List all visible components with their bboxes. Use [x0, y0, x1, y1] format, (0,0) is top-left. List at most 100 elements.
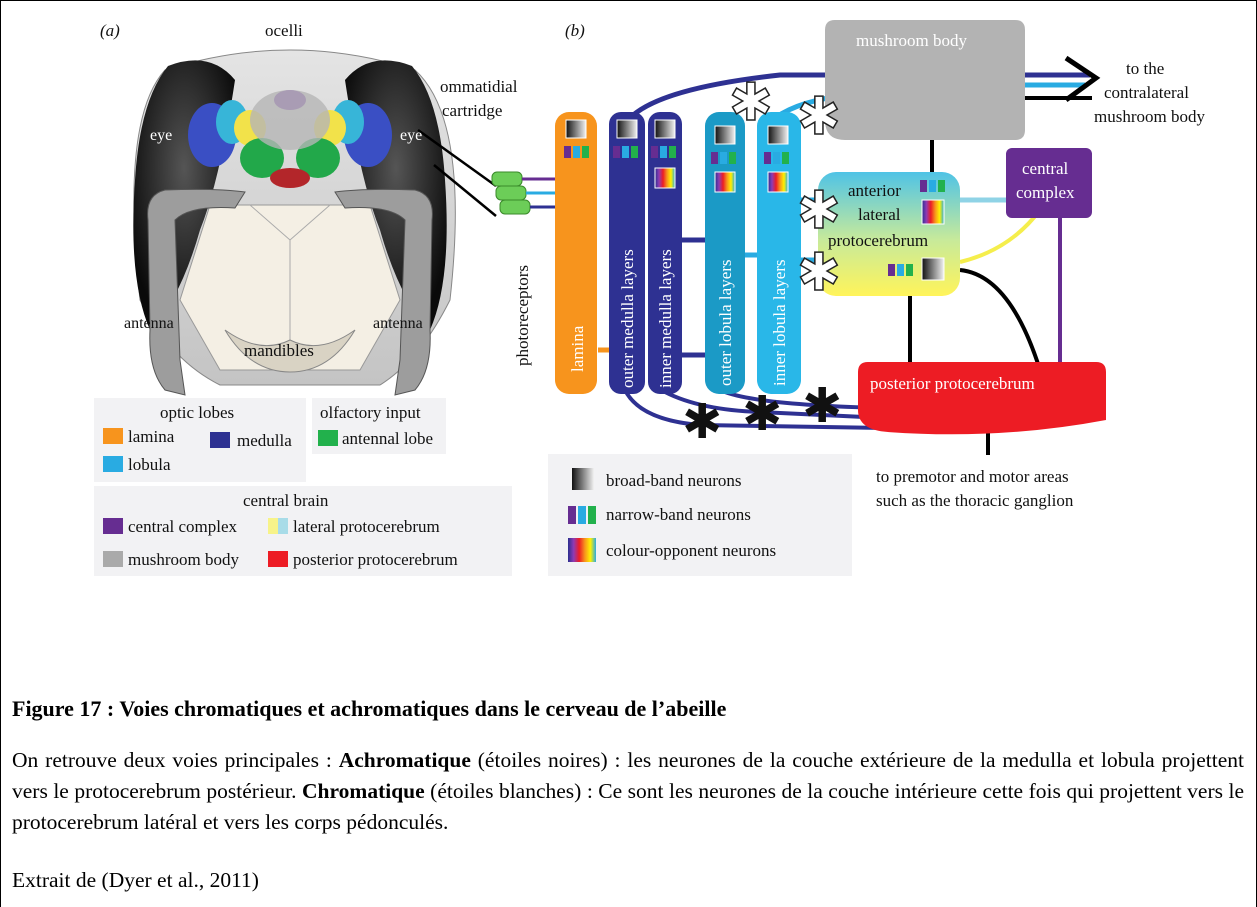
inner-lobula-broad-icon [767, 125, 789, 145]
figure-caption-body: On retrouve deux voies principales : Ach… [12, 745, 1244, 838]
alp-broad-icon [921, 257, 945, 281]
caption-achromatic-text: (étoiles noires) : les neurones de la co… [12, 748, 1244, 803]
lamina-broad-icon [565, 119, 587, 139]
inner-lobula-narrow-icon [764, 152, 789, 164]
alp-to-pp-curve [959, 268, 1042, 371]
alp-narrow-icon-2 [888, 264, 913, 276]
photoreceptors-bundle [491, 171, 555, 215]
left-antenna [147, 188, 246, 396]
ocelli-label: ocelli [265, 21, 303, 40]
inner-medulla-column-label: inner medulla layers [656, 249, 675, 388]
legend-lateral-label: lateral protocerebrum [293, 517, 440, 536]
white-star-icon-3: ✱ [797, 181, 841, 241]
legend-lamina-label: lamina [128, 427, 175, 446]
panel-b-label: (b) [565, 21, 585, 40]
legend-central-box [94, 486, 512, 576]
inner-lobula-opponent-icon [767, 171, 789, 193]
outer-lobula-to-pp-path [724, 390, 886, 410]
legend-central-complex-label: central complex [128, 517, 238, 536]
outer-medulla-broad-icon [616, 119, 638, 139]
photoreceptor-cyl-3 [499, 199, 531, 215]
mushroom-body-label: mushroom body [856, 31, 967, 50]
outer-medulla-narrow-icon [613, 146, 638, 158]
outer-lobula-narrow-icon [711, 152, 736, 164]
outer-medulla-column-label: outer medulla layers [618, 249, 637, 388]
photoreceptors-label: photoreceptors [513, 265, 532, 366]
alp-label-3: protocerebrum [828, 231, 928, 250]
legend-mushroom-label: mushroom body [128, 550, 239, 569]
posterior-proto-region [270, 168, 310, 188]
white-star-icon-4: ✱ [797, 243, 841, 303]
eye-right-label: eye [400, 127, 422, 144]
swatch-medulla [210, 432, 230, 448]
inner-lobula-column-label: inner lobula layers [770, 259, 789, 386]
lamina-narrow-icon [564, 146, 589, 158]
lamina-column-label: lamina [568, 325, 587, 372]
to-contra-label-3: mushroom body [1094, 107, 1205, 126]
inner-medulla-opponent-icon [654, 167, 676, 189]
photoreceptor-cyl-2 [495, 185, 527, 201]
inner-medulla-narrow-icon [651, 146, 676, 158]
alp-narrow-icon [920, 180, 945, 192]
eye-left-label: eye [150, 127, 172, 144]
legend-lobula-label: lobula [128, 455, 171, 474]
legend-olfactory-title: olfactory input [320, 403, 421, 422]
lamina-column [555, 112, 597, 394]
to-contra-label-2: contralateral [1104, 83, 1189, 102]
legend-optic-box [94, 398, 306, 482]
caption-chromatic-term: Chromatique [302, 779, 425, 803]
swatch-lamina [103, 428, 123, 444]
legend-antennal-label: antennal lobe [342, 429, 433, 448]
swatch-posterior-proto [268, 551, 288, 567]
legend-optic-title: optic lobes [160, 403, 234, 422]
legend-central-title: central brain [243, 491, 329, 510]
alp-label-2: lateral [858, 205, 901, 224]
mandibles-shape [224, 329, 356, 373]
legend-b-box [548, 454, 852, 576]
posterior-proto-box [858, 362, 1106, 435]
figure-source-citation: Extrait de (Dyer et al., 2011) [12, 868, 259, 892]
photoreceptor-cyl-1 [491, 171, 523, 187]
swatch-lateral-a [268, 518, 278, 534]
black-star-icon-1: ✱ [682, 394, 722, 450]
right-antenna [334, 188, 433, 396]
column-neuron-icons [564, 119, 789, 193]
eye-to-photoreceptor-line-1 [417, 128, 497, 188]
cc-label-1: central [1022, 159, 1069, 178]
antenna-left-label: antenna [124, 315, 174, 332]
swatch-central-complex [103, 518, 123, 534]
eye-to-photoreceptor-line-2 [433, 164, 497, 217]
ommatidial-label-1: ommatidial [440, 77, 518, 96]
mushroom-body-box [825, 20, 1025, 140]
legend-a: optic lobes lamina medulla lobula olfact… [94, 398, 512, 576]
bee-head-illustration [133, 49, 497, 396]
swatch-lateral-b [278, 518, 288, 534]
alp-opponent-icon [921, 199, 945, 225]
ommatidial-label-2: cartridge [442, 101, 502, 120]
caption-chromatic-text: (étoiles blanches) : Ce sont les neurone… [12, 779, 1245, 834]
caption-achromatic-term: Achromatique [338, 748, 471, 772]
black-star-icon-2: ✱ [742, 386, 782, 442]
black-star-icon-3: ✱ [802, 378, 842, 434]
premotor-label-1: to premotor and motor areas [876, 467, 1069, 486]
alp-label-1: anterior [848, 181, 901, 200]
legend-narrow-label: narrow-band neurons [606, 505, 751, 524]
mandibles-label: mandibles [244, 341, 314, 360]
central-complex-box [1006, 148, 1092, 218]
achromatic-stars-black: ✱ ✱ ✱ [682, 378, 842, 450]
premotor-label-2: such as the thoracic ganglion [876, 491, 1074, 510]
figure-17-diagram: (a) ocelli ommatidial cartridge eye eye [94, 20, 1205, 576]
antenna-right-label: antenna [373, 315, 423, 332]
white-star-icon-2: ✱ [797, 87, 841, 147]
contra-bracket-arrow [1064, 55, 1101, 103]
cc-label-2: complex [1016, 183, 1075, 202]
legend-broad-icon [572, 468, 594, 490]
mushroom-body-region [250, 90, 330, 150]
chromatic-stars-white: ✱ ✱ ✱ ✱ [728, 72, 841, 304]
outer-lobula-column-label: outer lobula layers [716, 259, 735, 386]
swatch-antennal-lobe [318, 430, 338, 446]
caption-intro: On retrouve deux voies principales : [12, 748, 339, 772]
posterior-proto-label: posterior protocerebrum [870, 374, 1035, 393]
legend-posterior-label: posterior protocerebrum [293, 550, 458, 569]
inner-medulla-to-pp-path [664, 390, 886, 420]
